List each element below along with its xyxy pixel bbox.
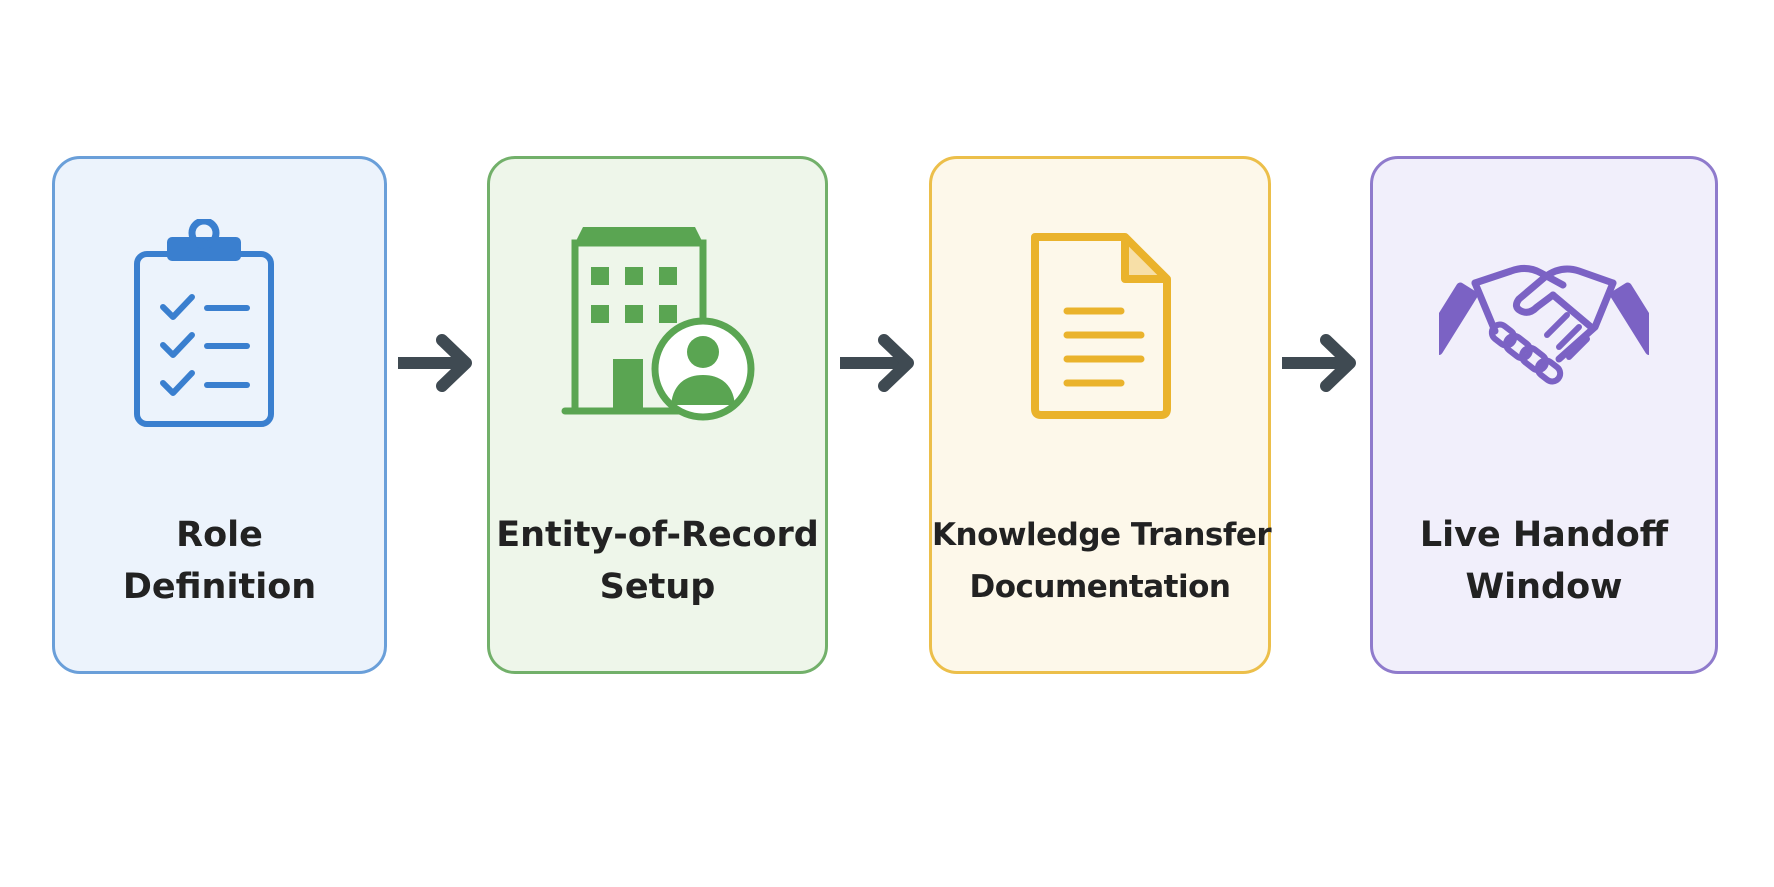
step-title-line: Definition	[122, 567, 317, 607]
step-title-line: Entity-of-Record	[496, 515, 819, 555]
step-title-line: Role	[176, 515, 263, 555]
building-person-icon	[553, 219, 763, 429]
step-knowledge-transfer-documentation: Knowledge Transfer Documentation	[929, 156, 1272, 674]
step-title: Role Definition	[55, 509, 384, 613]
flow-arrow-icon	[396, 328, 476, 398]
handshake-icon	[1439, 219, 1649, 429]
step-title-line: Knowledge Transfer	[932, 517, 1272, 553]
step-title-line: Live Handoff	[1419, 515, 1669, 555]
step-title-line: Window	[1465, 567, 1623, 607]
step-title: Live Handoff Window	[1373, 509, 1715, 613]
step-title-line: Setup	[599, 567, 716, 607]
step-live-handoff-window: Live Handoff Window	[1370, 156, 1718, 674]
step-title: Entity-of-Record Setup	[490, 509, 825, 613]
document-icon	[995, 219, 1205, 429]
step-title-line: Documentation	[969, 569, 1231, 605]
step-title: Knowledge Transfer Documentation	[932, 509, 1272, 613]
flow-arrow-icon	[838, 328, 918, 398]
clipboard-checklist-icon	[115, 219, 325, 429]
step-entity-of-record-setup: Entity-of-Record Setup	[487, 156, 828, 674]
flow-arrow-icon	[1280, 328, 1360, 398]
step-role-definition: Role Definition	[52, 156, 387, 674]
